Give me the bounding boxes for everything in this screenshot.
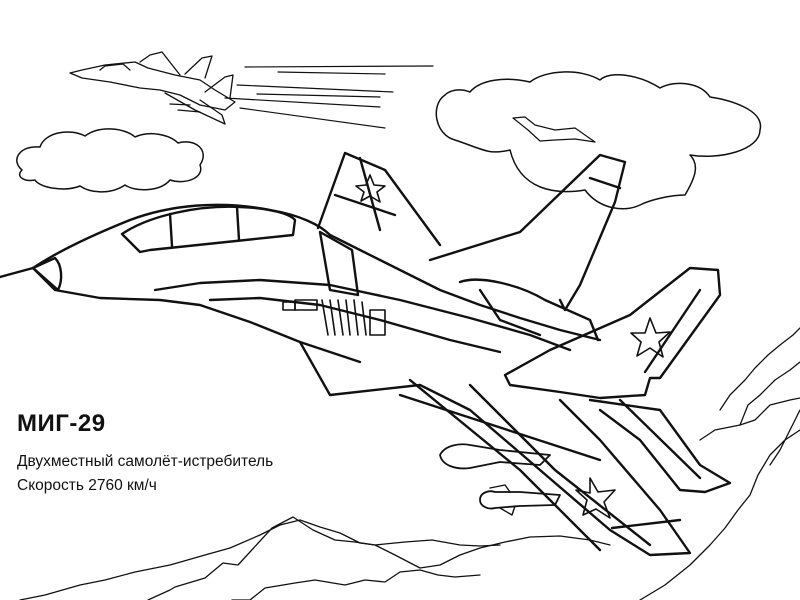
cloud-left <box>16 128 204 193</box>
mountains <box>19 327 800 600</box>
aircraft-description: Двухместный самолёт-истребитель <box>17 453 274 470</box>
main-fighter-jet <box>0 151 732 557</box>
aircraft-speed: Скорость 2760 км/ч <box>17 477 157 494</box>
speed-lines <box>224 65 434 129</box>
cloud-right <box>435 71 762 210</box>
aircraft-title: МИГ-29 <box>17 410 106 437</box>
distant-fighter-jet <box>69 51 236 125</box>
